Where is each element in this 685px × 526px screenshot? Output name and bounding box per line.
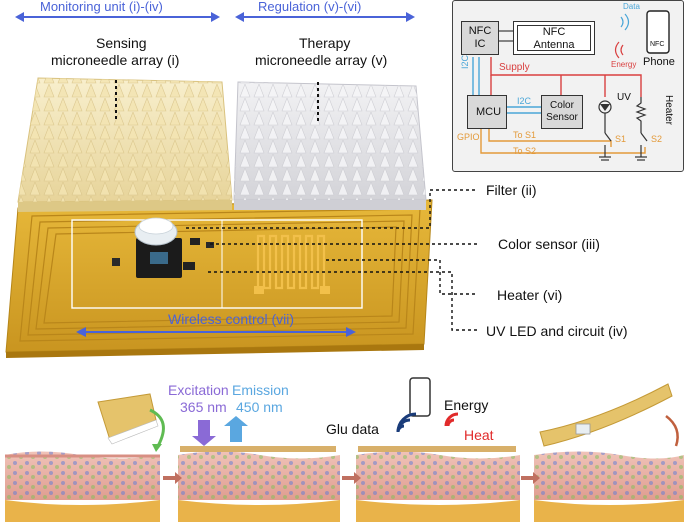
smd-component: [190, 238, 200, 245]
phone-icon: [409, 377, 431, 417]
excitation-label-2: 365 nm: [180, 399, 227, 415]
heat-label: Heat: [464, 427, 494, 443]
i2c-label: I2C: [517, 96, 532, 106]
skin-block-1: [5, 451, 160, 522]
patch-applying: [97, 393, 165, 452]
s2-label: S2: [651, 134, 663, 144]
nfc-antenna-label: NFC Antenna: [533, 26, 575, 51]
excitation-arrow: [192, 420, 216, 446]
pcb-board: [5, 199, 433, 358]
emission-arrow: [224, 416, 248, 442]
circuit-schematic: NFC IC NFC Antenna Data Energy NFC Phone…: [452, 0, 684, 172]
skin-block-3: [356, 446, 520, 522]
nfc-antenna-box: NFC Antenna: [513, 21, 595, 55]
sequence-arrows: [163, 472, 540, 484]
mcu-box: MCU: [467, 95, 507, 129]
sensing-array-label-2: microneedle array (i): [51, 52, 180, 68]
nfc-ic-box: NFC IC: [461, 21, 499, 55]
data-label: Data: [623, 2, 640, 11]
uv-label: UV: [617, 92, 631, 103]
regulation-label: Regulation (v)-(vi): [258, 0, 362, 14]
monitoring-unit-header: Monitoring unit (i)-(iv): [15, 0, 220, 22]
therapy-microneedle-array: [233, 81, 427, 210]
heater-trace: [254, 234, 330, 294]
therapy-array-label-1: Therapy: [299, 35, 351, 51]
circuit-outline: [71, 219, 363, 309]
s1-label: S1: [615, 134, 627, 144]
emission-label-2: 450 nm: [236, 399, 283, 415]
wifi-icon: [396, 412, 417, 433]
heater-callout: Heater (vi): [497, 287, 563, 303]
glu-data-label: Glu data: [326, 421, 379, 437]
filter-callout: Filter (ii): [486, 182, 537, 198]
nfc-badge: NFC: [650, 41, 665, 48]
phone-icon: [646, 10, 670, 54]
therapy-array-label-2: microneedle array (v): [255, 52, 388, 68]
color-sensor-callout: Color sensor (iii): [498, 236, 600, 252]
uv-led-callout: UV LED and circuit (iv): [486, 323, 628, 339]
energy-bottom-label: Energy: [444, 397, 489, 413]
sensing-array-label-1: Sensing: [96, 35, 147, 51]
callout-leaders: [186, 189, 478, 331]
to-s1-label: To S1: [513, 130, 537, 140]
data-wave-icon: [620, 13, 630, 31]
smd-component: [206, 242, 214, 248]
gpio-label: GPIO: [457, 132, 480, 142]
energy-wave-icon: [444, 412, 459, 427]
circuit-wires: [472, 10, 670, 161]
skin-block-4: [534, 451, 684, 522]
excitation-label-1: Excitation: [168, 382, 229, 398]
energy-label: Energy: [611, 60, 637, 69]
sensing-microneedle-array: [17, 77, 233, 212]
color-sensor-label: Color Sensor: [546, 100, 578, 123]
wireless-control-arrow: [76, 327, 356, 337]
regulation-header: Regulation (v)-(vi): [235, 0, 415, 22]
nfc-ic-label: NFC IC: [468, 25, 492, 50]
supply-label: Supply: [499, 62, 530, 73]
wireless-control-label: Wireless control (vii): [168, 311, 295, 327]
monitoring-unit-label: Monitoring unit (i)-(iv): [40, 0, 163, 14]
to-s2-label: To S2: [513, 146, 537, 156]
color-sensor-box: Color Sensor: [541, 95, 583, 129]
filter-dome: [134, 217, 182, 278]
smd-component: [112, 258, 120, 266]
regulation-double-arrow: [235, 12, 415, 22]
skin-block-2: [178, 446, 340, 522]
patch-lifted: [539, 383, 679, 447]
smd-component: [183, 262, 195, 270]
emission-label-1: Emission: [232, 382, 289, 398]
monitoring-double-arrow: [15, 12, 220, 22]
phone-label: Phone: [643, 56, 675, 68]
mcu-label: MCU: [476, 106, 502, 118]
energy-wave-icon: [614, 41, 624, 59]
